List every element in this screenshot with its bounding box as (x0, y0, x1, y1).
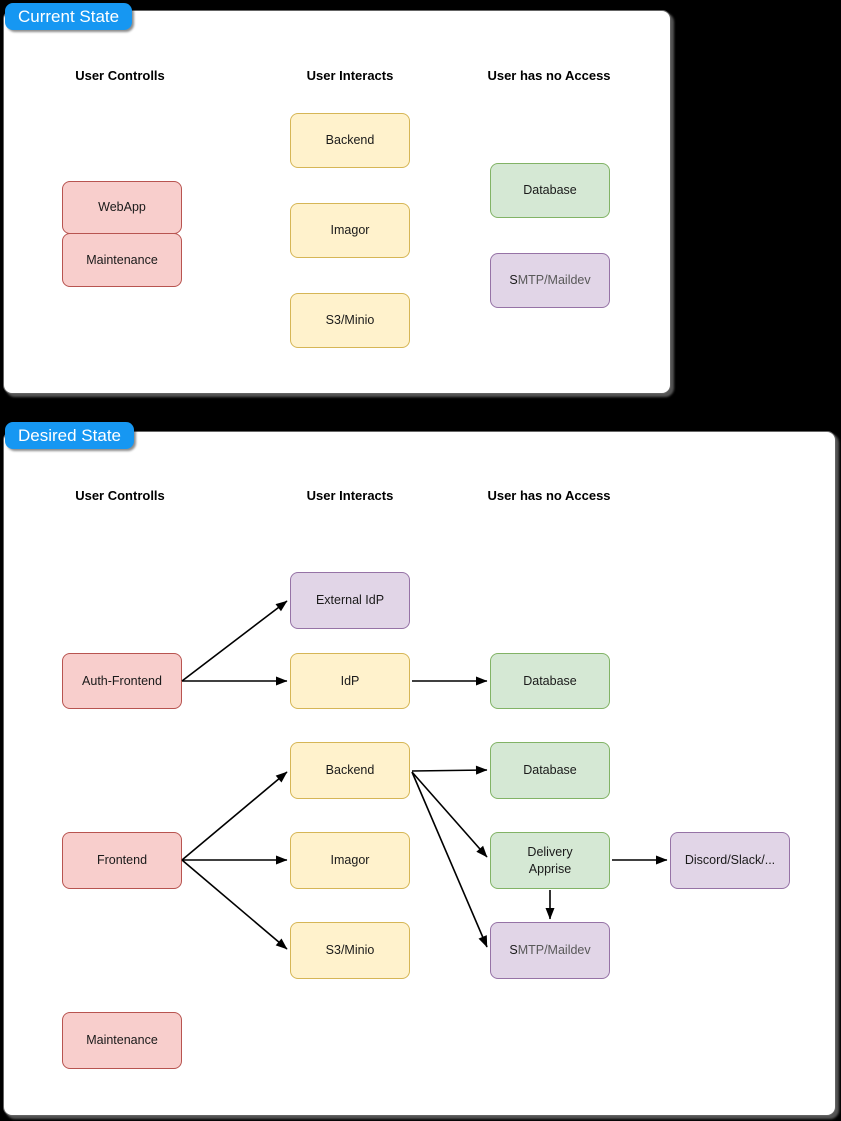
node-desired-state-auth-frontend: Auth-Frontend (62, 653, 182, 709)
node-desired-state-database-idp: Database (490, 653, 610, 709)
node-current-state-imagor: Imagor (290, 203, 410, 258)
header-current-user-no-access: User has no Access (487, 68, 611, 83)
node-desired-state-maintenance: Maintenance (62, 1012, 182, 1069)
node-current-state-s3-minio: S3/Minio (290, 293, 410, 348)
node-desired-state-database-backend: Database (490, 742, 610, 799)
panel-label-current-state: Current State (5, 3, 133, 30)
node-desired-state-external-idp: External IdP (290, 572, 410, 629)
header-desired-user-controlls: User Controlls (75, 488, 165, 503)
node-current-state-database: Database (490, 163, 610, 218)
node-desired-state-imagor: Imagor (290, 832, 410, 889)
header-current-user-interacts: User Interacts (306, 68, 394, 83)
node-current-state-backend: Backend (290, 113, 410, 168)
node-desired-state-discord-slack: Discord/Slack/... (670, 832, 790, 889)
panel-label-desired-state: Desired State (5, 422, 134, 449)
node-desired-state-delivery-apprise: Delivery Apprise (490, 832, 610, 889)
node-desired-state-idp: IdP (290, 653, 410, 709)
header-current-user-controlls: User Controlls (75, 68, 165, 83)
header-desired-user-no-access: User has no Access (487, 488, 611, 503)
node-desired-state-s3-minio: S3/Minio (290, 922, 410, 979)
node-desired-state-frontend: Frontend (62, 832, 182, 889)
node-current-state-webapp: WebApp (62, 181, 182, 234)
node-current-state-maintenance: Maintenance (62, 233, 182, 287)
header-desired-user-interacts: User Interacts (306, 488, 394, 503)
node-desired-state-backend: Backend (290, 742, 410, 799)
